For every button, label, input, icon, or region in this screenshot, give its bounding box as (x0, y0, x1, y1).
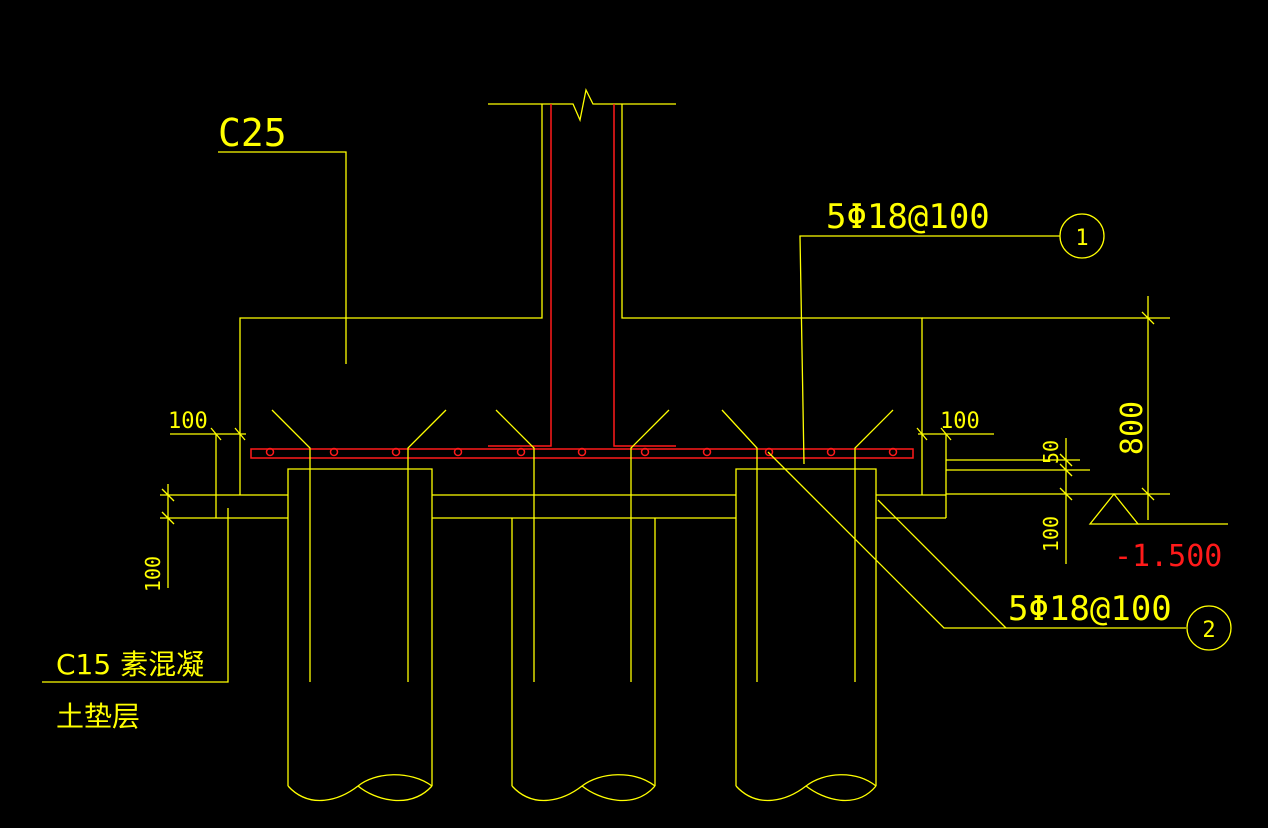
concrete-grade-label: C25 (218, 111, 287, 155)
dim-right-offset (916, 427, 994, 441)
rebar-callout-2-leader (767, 451, 1232, 651)
bottom-rebar-label: 5Φ18@100 (826, 197, 990, 237)
dim-left-offset (170, 427, 246, 441)
column-break-line (488, 88, 676, 123)
elevation-text: -1.500 (1114, 539, 1222, 574)
column-rebar (488, 104, 676, 447)
bottom-rebar-bar (250, 447, 914, 459)
dim-cap-height-text: 800 (1115, 401, 1150, 455)
dim-left-offset-text: 100 (168, 409, 208, 434)
dim-right-offset-text: 100 (940, 409, 980, 434)
dim-right-cushion-text: 100 (1039, 516, 1063, 552)
cushion-label-line1: C15 素混凝 (56, 648, 204, 681)
dim-cover-text: 50 (1039, 440, 1063, 464)
concrete-grade-leader (218, 151, 347, 364)
piles (287, 468, 877, 802)
dim-right-vertical (922, 296, 1170, 564)
cushion-layer (215, 434, 947, 519)
callout-1-number: 1 (1075, 226, 1088, 251)
dim-left-cushion-text: 100 (141, 556, 165, 592)
cushion-label-line2: 土垫层 (56, 700, 140, 733)
elevation-symbol (1088, 492, 1228, 525)
rebar-callout-1-leader (799, 213, 1105, 465)
pile-cap-outline (239, 104, 923, 442)
cushion-label-leader (42, 508, 229, 683)
lower-rebar-label: 5Φ18@100 (1008, 589, 1172, 629)
pile-anchor-bars (271, 409, 894, 682)
callout-2-number: 2 (1202, 618, 1215, 643)
dim-left-cushion (160, 484, 216, 588)
